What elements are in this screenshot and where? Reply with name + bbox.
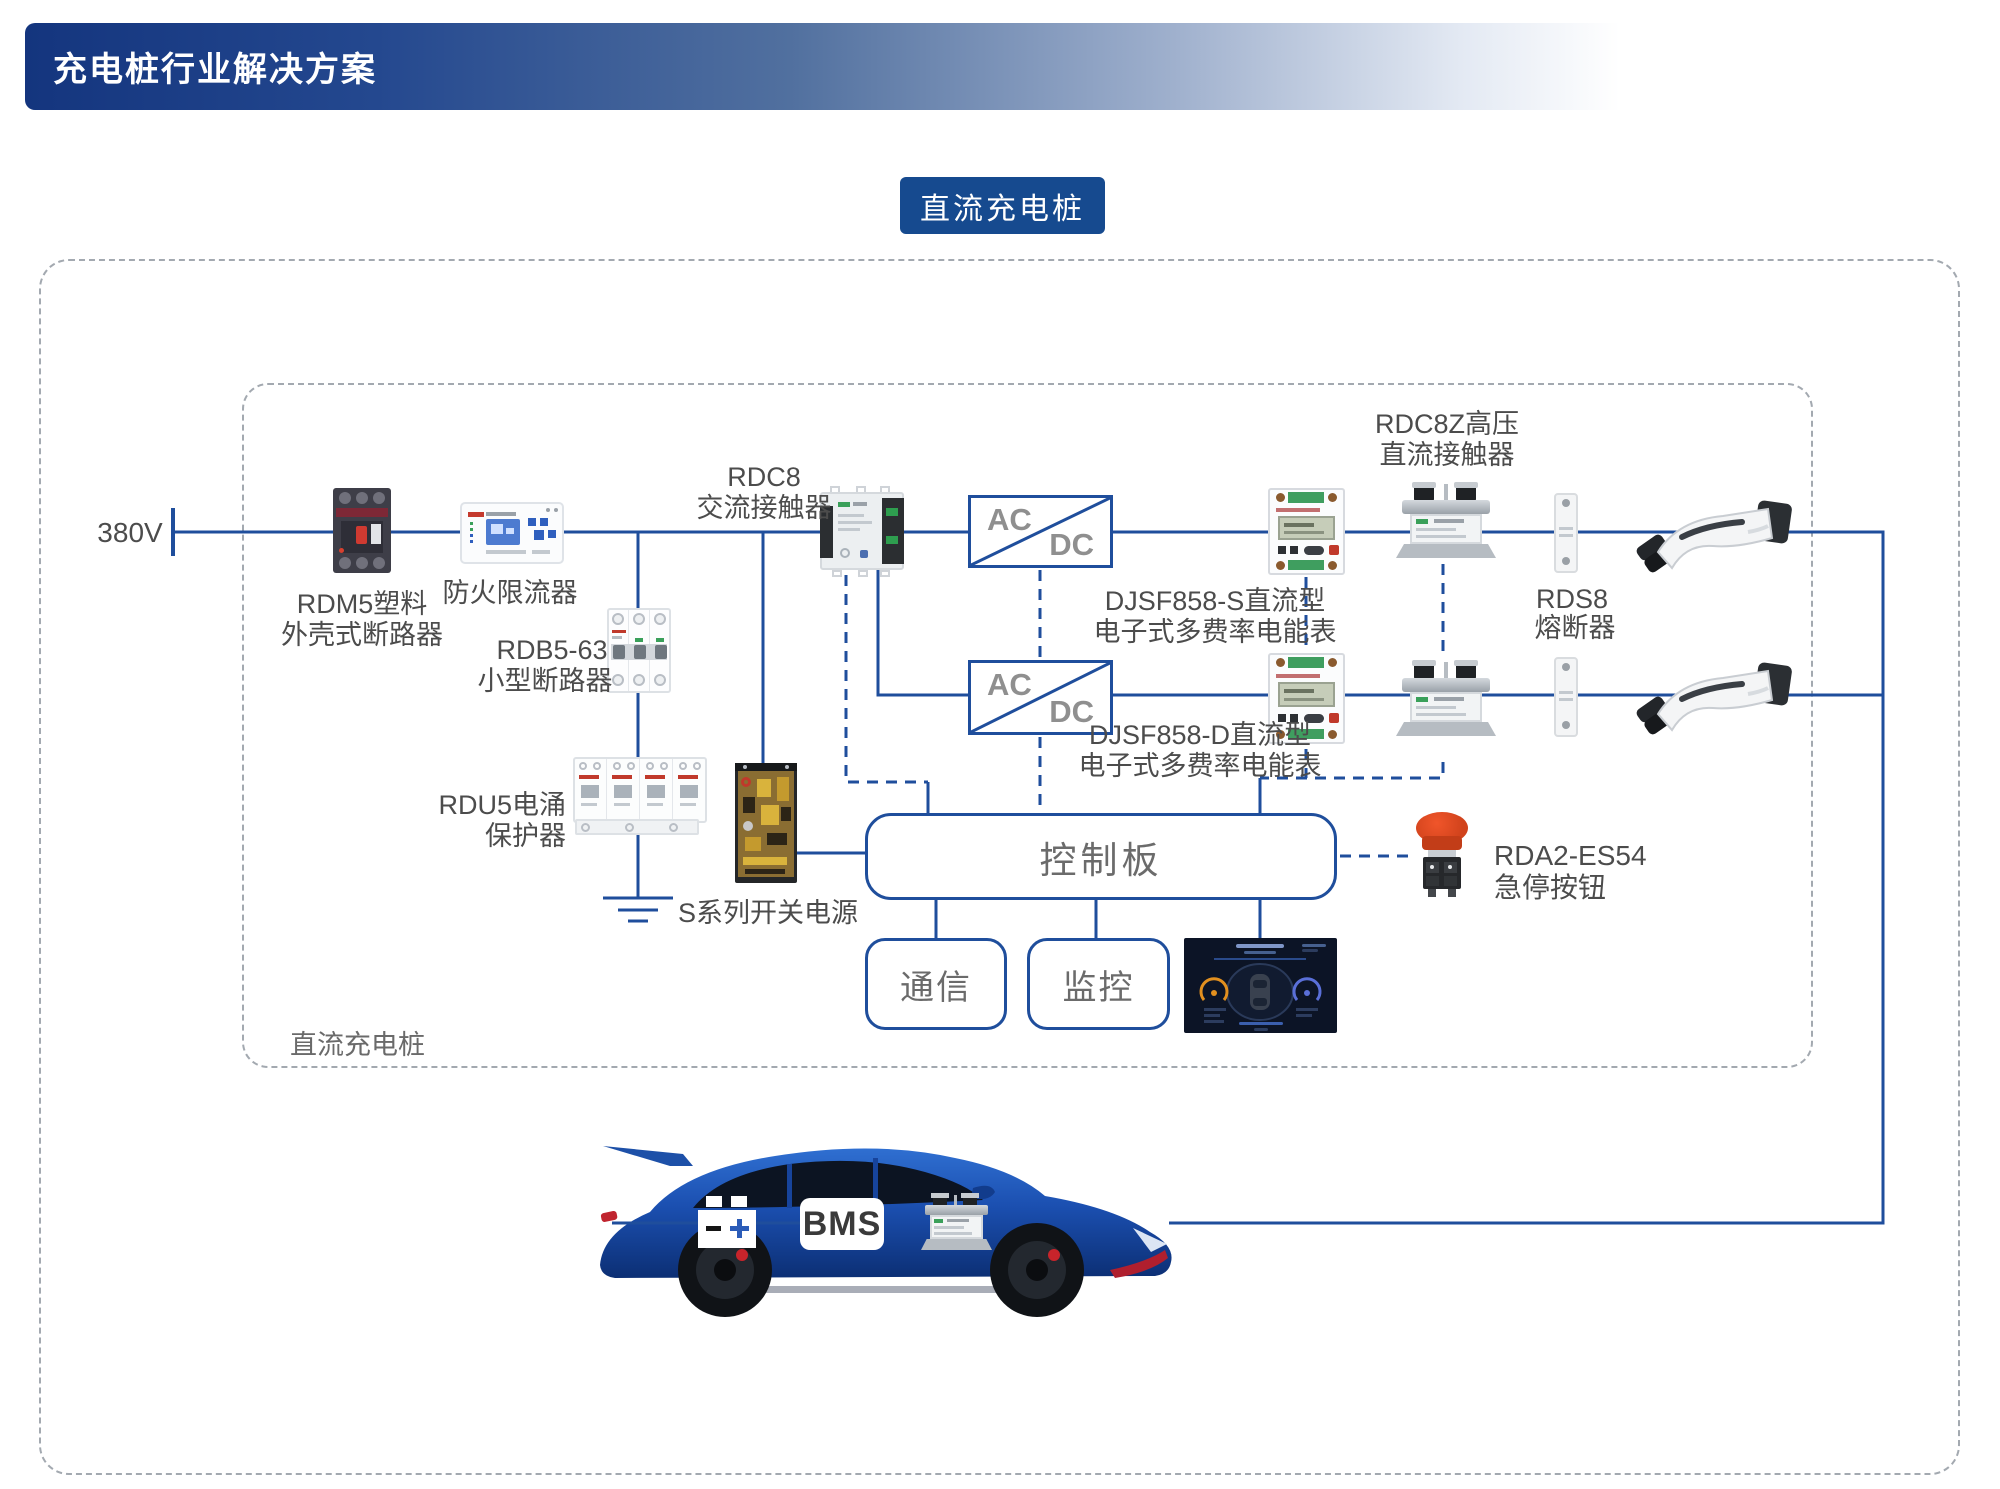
- rdu5-label-line1: RDU5电涌: [438, 790, 566, 820]
- acdc-converter-2: AC DC: [968, 660, 1113, 735]
- acdc-converter-1: AC DC: [968, 495, 1113, 568]
- meter1-label-line2: 电子式多费率电能表: [1093, 617, 1337, 647]
- fire-limiter-image: [460, 502, 564, 564]
- header-banner: 充电桩行业解决方案: [25, 23, 1620, 110]
- rdm5-label-line2: 外壳式断路器: [281, 620, 443, 650]
- rdc8-label-line1: RDC8: [727, 462, 801, 492]
- hmi-screen-image: [1184, 938, 1337, 1033]
- rdc8z-contactor2-image: [1396, 660, 1496, 740]
- rds8-fuse2-image: [1552, 657, 1580, 737]
- rds8-label-line2: 熔断器: [1534, 613, 1616, 643]
- comm-label: 通信: [900, 968, 972, 1007]
- charging-gun2-icon: [1628, 652, 1798, 742]
- rdc8z-label-line1: RDC8Z高压: [1374, 409, 1519, 439]
- car-relay-image: [921, 1193, 992, 1255]
- comm-box: 通信: [865, 938, 1007, 1030]
- inner-container-label: 直流充电桩: [290, 1030, 425, 1060]
- psu-label: S系列开关电源: [677, 898, 858, 928]
- meter2-label-line2: 电子式多费率电能表: [1078, 751, 1322, 781]
- inner-dashed-container: [242, 383, 1813, 1068]
- outer-dashed-container: [39, 259, 1960, 1475]
- estop-label-line2: 急停按钮: [1494, 872, 1607, 903]
- battery-plus-sign: [730, 1226, 749, 1231]
- acdc2-ac-label: AC: [987, 667, 1032, 702]
- page-title: 充电桩行业解决方案: [53, 51, 377, 89]
- monitor-box: 监控: [1027, 938, 1170, 1030]
- fire-limiter-label: 防火限流器: [442, 578, 578, 608]
- rdc8-contactor-image: [820, 486, 904, 577]
- meter1-label-line1: DJSF858-S直流型: [1104, 586, 1326, 616]
- voltage-label: 380V: [97, 517, 163, 548]
- acdc2-dc-label: DC: [1049, 694, 1094, 729]
- rdc8z-contactor1-image: [1396, 482, 1496, 562]
- psu-image: [735, 763, 797, 883]
- rdb5-label-line2: 小型断路器: [477, 666, 613, 696]
- rds8-label-line1: RDS8: [1535, 584, 1609, 614]
- section-badge-label: 直流充电桩: [920, 192, 1085, 226]
- control-board-box: 控制板: [865, 813, 1337, 900]
- rdc8z-label-line2: 直流接触器: [1379, 440, 1515, 470]
- battery-icon: [698, 1196, 756, 1248]
- rdu5-label-line2: 保护器: [485, 821, 566, 851]
- rdu5-spd-image: [573, 757, 707, 841]
- section-badge: 直流充电桩: [900, 177, 1105, 234]
- estop-label-line1: RDA2-ES54: [1494, 840, 1647, 871]
- rds8-fuse1-image: [1552, 493, 1580, 573]
- estop-button-image: [1412, 812, 1472, 904]
- control-board-label: 控制板: [1039, 839, 1163, 881]
- battery-minus-sign: [706, 1226, 721, 1231]
- rdb5-mcb-image: [607, 608, 671, 693]
- rdc8-label-line2: 交流接触器: [696, 493, 832, 523]
- rdb5-label-line1: RDB5-63: [496, 635, 608, 665]
- djsf858d-meter-image: [1268, 653, 1345, 744]
- bms-tag: BMS: [800, 1198, 884, 1250]
- acdc1-dc-label: DC: [1049, 527, 1094, 562]
- meter2-label-line1: DJSF858-D直流型: [1088, 720, 1312, 750]
- rdm5-breaker-image: [333, 488, 391, 573]
- charging-gun1-icon: [1628, 490, 1798, 580]
- djsf858s-meter-image: [1268, 488, 1345, 575]
- acdc1-ac-label: AC: [987, 502, 1032, 537]
- rdm5-label-line1: RDM5塑料: [296, 589, 428, 619]
- bms-label: BMS: [802, 1204, 882, 1243]
- monitor-label: 监控: [1062, 968, 1135, 1007]
